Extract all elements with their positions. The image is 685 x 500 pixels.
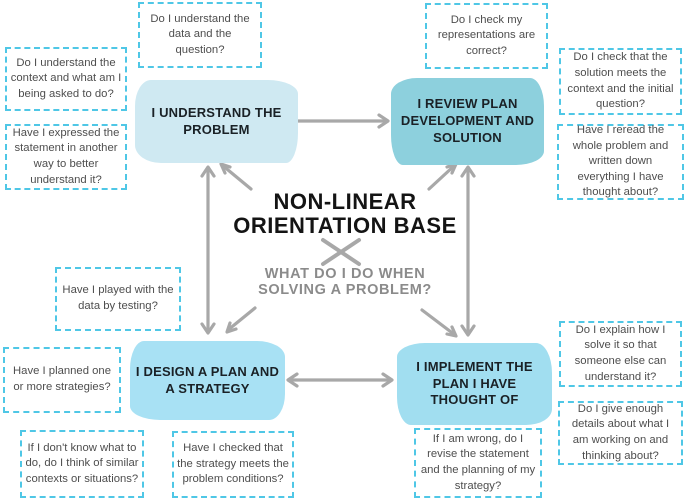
question-explain-solution: Do I explain how I solve it so that some… [559, 321, 682, 387]
question-statement: Have I expressed the statement in anothe… [5, 124, 127, 190]
question-strategy-meets-conditions: Have I checked that the strategy meets t… [172, 431, 294, 498]
arrow-diagonal-bottom-right [420, 308, 458, 338]
arrow-diagonal-top-left [219, 162, 253, 191]
arrow-top-horizontal [285, 113, 390, 129]
page-subtitle: WHAT DO I DO WHEN SOLVING A PROBLEM? [258, 266, 432, 299]
question-understand-data: Do I understand the data and the questio… [138, 2, 262, 68]
question-representations: Do I check my representations are correc… [425, 3, 548, 69]
question-planned-strategies: Have I planned one or more strategies? [3, 347, 121, 413]
question-played-data: Have I played with the data by testing? [55, 267, 181, 331]
node-design-plan: I DESIGN A PLAN AND A STRATEGY [130, 341, 285, 420]
arrow-bottom-horizontal [286, 372, 394, 388]
arrow-left-vertical [200, 165, 216, 335]
node-implement-plan: I IMPLEMENT THE PLAN I HAVE THOUGHT OF [397, 343, 552, 425]
arrow-diagonal-top-right [427, 162, 458, 191]
page-title: NON-LINEAR ORIENTATION BASE [233, 189, 457, 238]
question-context: Do I understand the context and what am … [5, 47, 127, 111]
node-understand-problem: I UNDERSTAND THE PROBLEM [135, 80, 298, 163]
question-reread-problem: Have I reread the whole problem and writ… [557, 124, 684, 200]
question-solution-context: Do I check that the solution meets the c… [559, 48, 682, 115]
node-review-plan: I REVIEW PLAN DEVELOPMENT AND SOLUTION [391, 78, 544, 165]
question-wrong-revise: If I am wrong, do I revise the statement… [414, 428, 542, 498]
arrow-right-vertical [460, 165, 476, 337]
question-similar-contexts: If I don't know what to do, do I think o… [20, 430, 144, 498]
question-give-details: Do I give enough details about what I am… [558, 401, 683, 465]
arrow-diagonal-bottom-left [225, 306, 257, 334]
x-mark-icon [321, 238, 361, 266]
